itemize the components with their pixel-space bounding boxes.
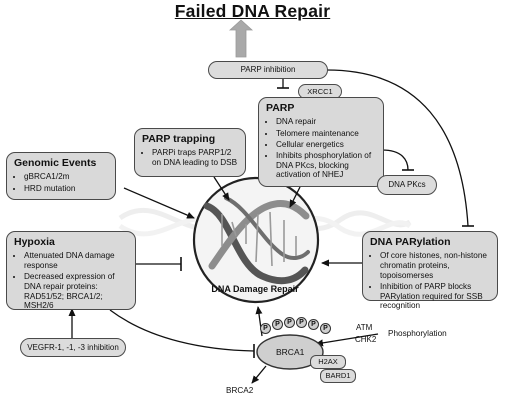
diagram-title: Failed DNA Repair (174, 1, 331, 21)
brca1-label: BRCA1 (276, 347, 305, 357)
phosphate-badge: P (320, 323, 331, 334)
parp-trapping-title: PARP trapping (142, 133, 216, 145)
phosphorylation-arrow (315, 333, 379, 347)
hypoxia-item: Attenuated DNA damage response (24, 251, 128, 270)
hypoxia-title: Hypoxia (14, 236, 55, 248)
parp-trapping-box: PARP trapping PARPi traps PARP1/2 on DNA… (134, 128, 246, 177)
genomic-events-box: Genomic Events gBRCA1/2m HRD mutation (6, 152, 116, 200)
atm-label: ATM (356, 323, 373, 332)
parp-item: Inhibits phosphorylation of DNA PKcs, bl… (276, 151, 376, 180)
parp-to-dna-arrow (289, 186, 301, 208)
parp-box: PARP DNA repair Telomere maintenance Cel… (258, 97, 384, 187)
phosphate-badge: P (296, 317, 307, 328)
genomic-events-item: gBRCA1/2m (24, 172, 108, 182)
parp-item: Cellular energetics (276, 140, 376, 150)
dna-parylation-box: DNA PARylation Of core histones, non-his… (362, 231, 498, 310)
parp-to-dnapkcs-line (381, 149, 409, 171)
hypoxia-box: Hypoxia Attenuated DNA damage response D… (6, 231, 136, 310)
hypoxia-item: Decreased expression of DNA repair prote… (24, 272, 128, 311)
brca2-label: BRCA2 (226, 386, 254, 395)
parp-title: PARP (266, 102, 295, 114)
parp-item: DNA repair (276, 117, 376, 127)
trapping-to-dna-arrow (213, 176, 230, 201)
genomic-events-item: HRD mutation (24, 184, 108, 194)
phosphate-badge: P (308, 319, 319, 330)
dna-helix-icon (192, 176, 320, 304)
parp-item: Telomere maintenance (276, 129, 376, 139)
parp-trapping-item: PARPi traps PARP1/2 on DNA leading to DS… (152, 148, 238, 167)
dna-damage-repair-label: DNA Damage Repair (211, 284, 299, 294)
phosphate-badge: P (260, 323, 271, 334)
dna-pkcs-node: DNA PKcs (377, 175, 437, 195)
h2ax-node: H2AX (310, 355, 346, 369)
xrcc1-node: XRCC1 (298, 84, 342, 99)
phosphate-badge: P (284, 317, 295, 328)
brca1-node (256, 334, 324, 370)
phosphorylation-label: Phosphorylation (388, 329, 447, 338)
dna-parylation-item: Inhibition of PARP blocks PARylation req… (380, 282, 490, 311)
genomic-events-title: Genomic Events (14, 157, 97, 169)
parp-inhibition-node: PARP inhibition (208, 61, 328, 79)
genomic-to-dna-arrow (123, 187, 195, 219)
phosphate-badge: P (272, 319, 283, 330)
parp-inhibition-to-parylation-line (326, 69, 469, 227)
dna-parylation-item: Of core histones, non-histone chromatin … (380, 251, 490, 280)
brca1-to-brca2-arrow (251, 365, 267, 384)
hypoxia-to-brca1-line (109, 309, 255, 352)
dna-parylation-title: DNA PARylation (370, 236, 451, 248)
failed-repair-arrow (228, 19, 254, 58)
vegfr-node: VEGFR-1, -1, -3 inhibition (20, 338, 126, 357)
chk2-label: CHK2 (355, 335, 377, 344)
bard1-node: BARD1 (320, 369, 356, 383)
